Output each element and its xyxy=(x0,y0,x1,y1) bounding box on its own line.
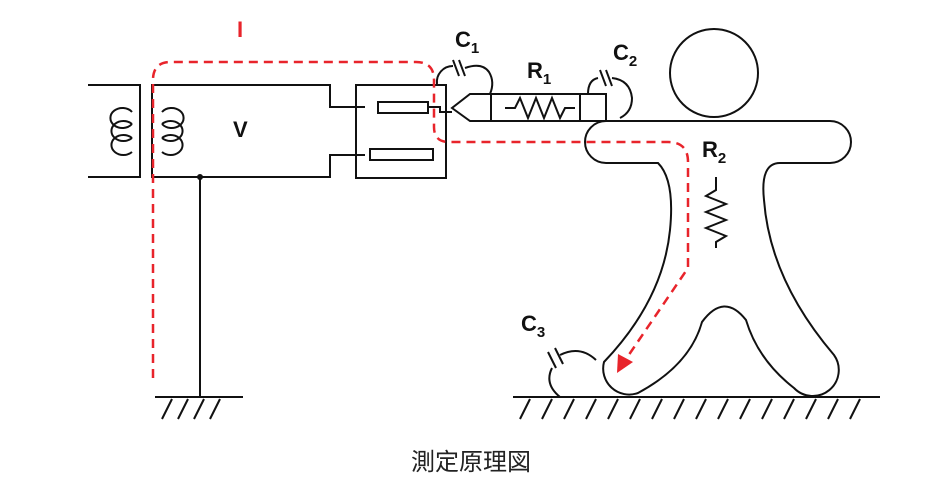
label-current: I xyxy=(237,17,243,42)
resistor-r1 xyxy=(505,95,575,121)
label-c3: C3 xyxy=(521,311,545,341)
caption: 測定原理図 xyxy=(411,448,531,476)
instrument-box xyxy=(355,84,452,179)
label-c2: C2 xyxy=(613,40,637,70)
label-voltage: V xyxy=(233,117,248,142)
resistor-r2 xyxy=(703,177,729,248)
ground-left xyxy=(155,396,243,420)
capacitor-c3 xyxy=(547,347,597,398)
junction-dot xyxy=(197,174,203,180)
label-c1: C1 xyxy=(455,27,479,57)
probe xyxy=(450,93,607,122)
current-arrowhead xyxy=(617,354,633,373)
label-r2: R2 xyxy=(702,137,726,167)
transformer xyxy=(88,84,213,178)
body-outline xyxy=(584,120,852,397)
head xyxy=(669,28,759,118)
human-figure xyxy=(584,28,852,397)
current-path xyxy=(151,60,690,378)
capacitor-c1 xyxy=(435,59,494,95)
ground-right xyxy=(513,396,880,420)
capacitor-c2 xyxy=(587,69,634,119)
label-r1: R1 xyxy=(527,58,551,88)
source-wiring xyxy=(199,84,365,397)
